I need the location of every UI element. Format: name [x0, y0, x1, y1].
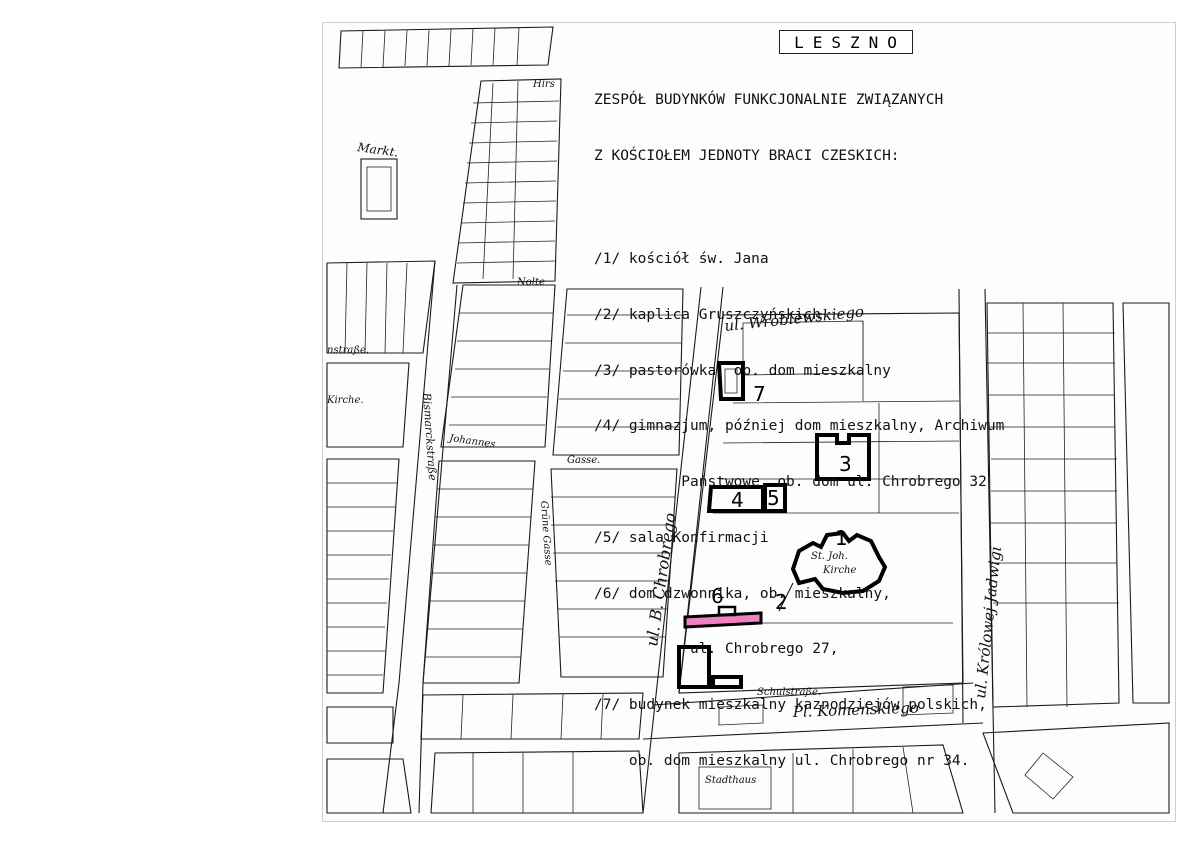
street-label-hirsch: Hirs	[532, 79, 555, 90]
blocks-west	[326, 260, 436, 814]
building-2-chapel: 2	[775, 582, 794, 614]
street-label-kirche: Kirche.	[326, 395, 364, 406]
building-5: 5	[763, 483, 787, 513]
building-7: 7	[716, 361, 766, 406]
road-edge-bismarck-east	[418, 284, 458, 814]
road-edge-schulstrasse-south	[642, 722, 984, 740]
marker-7: 7	[753, 382, 766, 406]
marker-2: 2	[775, 590, 788, 614]
legend: ZESPÓŁ BUDYNKÓW FUNKCJONALNIE ZWIĄZANYCH…	[594, 54, 1134, 789]
legend-item-1: /1/ kościół św. Jana	[594, 250, 769, 267]
building-6: 6	[683, 584, 763, 629]
street-label-bismarckstrasse: Bismarckstraße	[420, 391, 439, 481]
street-label-nstrasse: nstraße.	[327, 345, 369, 356]
street-label-markt: Markt.	[356, 140, 400, 160]
legend-item-7-cont: ob. dom mieszkalny ul. Chrobrego nr 34.	[594, 752, 970, 769]
legend-item-6-cont: ul. Chrobrego 27,	[594, 641, 839, 658]
street-label-nolte: Nolte	[516, 277, 545, 288]
legend-item-4-cont: Państwowe, ob. dom ul. Chrobrego 32	[594, 474, 987, 491]
church-label-2: Kirche	[822, 565, 856, 576]
blocks-south	[678, 684, 1170, 814]
legend-item-7: /7/ budynek mieszkalny kaznodziejów pols…	[594, 697, 987, 714]
blocks-east	[986, 302, 1170, 708]
map-title: LESZNO	[779, 30, 913, 54]
marker-5: 5	[767, 486, 780, 510]
building-1-church: St. Joh. Kirche 1	[790, 526, 888, 596]
road-edge-bismarck-west	[382, 260, 436, 814]
marker-6: 6	[711, 584, 724, 608]
church-label-1: St. Joh.	[811, 551, 848, 562]
city-map: Markt.	[326, 26, 1170, 814]
street-label-komenskiego: Pl. Komeńskiego	[792, 699, 920, 721]
legend-item-6: /6/ dom dzwonnika, ob. mieszkalny,	[594, 585, 891, 602]
building-lower-left	[677, 645, 743, 689]
street-label-grune-gasse: Grüne Gasse	[538, 500, 554, 566]
building-label-stadthaus: Stadthaus	[705, 775, 756, 786]
block-top-left	[338, 26, 554, 69]
marker-4: 4	[731, 488, 744, 512]
road-edge-chrobrego-west	[642, 286, 702, 814]
road-edge-jadwigi-east	[984, 288, 996, 814]
road-edge-jadwigi-west	[958, 288, 964, 724]
legend-heading-line-2: Z KOŚCIOŁEM JEDNOTY BRACI CZESKICH:	[594, 147, 900, 164]
blocks-central	[420, 284, 644, 814]
map-sheet: Markt.	[322, 22, 1176, 822]
street-label-schulstrasse: Schulstraße.	[757, 687, 821, 698]
block-central-north	[452, 78, 562, 284]
legend-item-5: /5/ sala Konfirmacji	[594, 529, 769, 546]
street-label-gasse: Gasse.	[567, 455, 600, 466]
legend-item-4: /4/ gimnazjum, później dom mieszkalny, A…	[594, 418, 1005, 435]
marker-3: 3	[839, 452, 852, 476]
markt-building: Markt.	[356, 140, 400, 220]
marker-1: 1	[835, 526, 848, 550]
blocks-chrobrego-west	[550, 288, 684, 678]
street-label-johannes: Johannes	[447, 433, 496, 451]
building-3: 3	[815, 433, 871, 481]
legend-item-2: /2/ kaplica Gruszczyńskich	[594, 306, 821, 323]
legend-item-3: /3/ pastorówka, ob. dom mieszkalny	[594, 362, 891, 379]
legend-heading-line-1: ZESPÓŁ BUDYNKÓW FUNKCJONALNIE ZWIĄZANYCH	[594, 92, 944, 109]
